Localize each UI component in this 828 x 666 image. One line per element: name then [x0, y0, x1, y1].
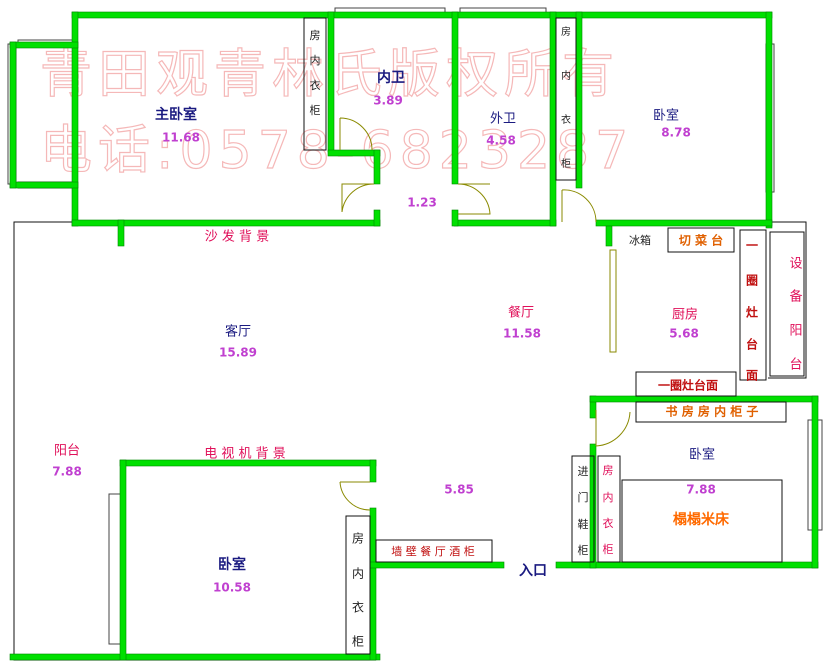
fixture-boxes — [303, 17, 805, 655]
bedroom-ne-area: 8.78 — [661, 126, 691, 140]
svg-text:内: 内 — [561, 69, 571, 82]
svg-text:阳: 阳 — [789, 324, 802, 339]
tatami-label: 榻榻米床 — [673, 511, 730, 528]
svg-text:门: 门 — [578, 490, 589, 504]
inner-bath-area: 3.89 — [373, 94, 403, 108]
corridor-area: 5.85 — [444, 483, 474, 497]
svg-text:鞋: 鞋 — [578, 517, 589, 531]
svg-text:柜: 柜 — [578, 544, 589, 557]
svg-text:柜: 柜 — [603, 543, 614, 556]
watermark-line-1: 青田观青林氏版权所有 — [40, 45, 620, 105]
bedroom-sw-name: 卧室 — [218, 556, 246, 573]
svg-text:进: 进 — [578, 465, 589, 478]
svg-text:内: 内 — [603, 490, 614, 504]
svg-text:灶: 灶 — [746, 305, 758, 320]
svg-text:台: 台 — [789, 358, 802, 373]
tv-wall-label: 电 视 机 背 景 — [204, 447, 286, 462]
svg-text:衣: 衣 — [352, 600, 364, 615]
shoe-cabinet-label: 进 门 鞋 柜 — [578, 465, 589, 557]
stove-counter-label: 一圈灶台面 — [658, 378, 718, 393]
bedroom-se-name: 卧室 — [689, 447, 715, 463]
svg-text:衣: 衣 — [603, 516, 614, 530]
closet-sw-label: 房 内 衣 柜 — [352, 531, 364, 649]
fridge-label: 冰箱 — [629, 233, 651, 247]
closet-se-label: 房 内 衣 柜 — [603, 464, 614, 556]
closet-master-label: 房 内 衣 柜 — [310, 29, 321, 117]
closet-ne-label: 房 内 衣 柜 — [561, 25, 571, 170]
sofa-wall-label: 沙 发 背 景 — [205, 229, 269, 245]
living-room-name: 客厅 — [225, 324, 251, 340]
kitchen-name: 厨房 — [672, 307, 698, 323]
kitchen-area: 5.68 — [669, 327, 699, 341]
svg-text:房: 房 — [310, 29, 321, 42]
svg-text:内: 内 — [352, 567, 364, 581]
svg-text:设: 设 — [789, 257, 802, 272]
outer-bath-area: 4.58 — [486, 134, 516, 148]
study-cabinet-label: 书 房 房 内 柜 子 — [666, 404, 759, 419]
svg-text:房: 房 — [352, 531, 364, 546]
svg-text:房: 房 — [561, 25, 571, 38]
balcony-area: 7.88 — [52, 465, 82, 479]
bedroom-ne-name: 卧室 — [653, 108, 679, 124]
svg-text:衣: 衣 — [561, 113, 571, 126]
hall-small-area: 1.23 — [407, 196, 437, 210]
equip-balcony-label: 设 备 阳 台 — [789, 257, 802, 373]
svg-text:内: 内 — [310, 53, 321, 67]
svg-text:柜: 柜 — [310, 104, 321, 117]
svg-text:圈: 圈 — [746, 273, 758, 288]
svg-text:一: 一 — [746, 239, 758, 253]
entrance-label: 入口 — [519, 563, 547, 579]
master-bedroom-area: 11.68 — [162, 131, 200, 145]
wine-cabinet-label: 墙 壁 餐 厅 酒 柜 — [391, 544, 474, 558]
svg-text:衣: 衣 — [310, 78, 321, 92]
bedroom-sw-area: 10.58 — [213, 581, 251, 595]
stove-ring-label: 一 圈 灶 台 面 — [746, 239, 758, 383]
svg-text:柜: 柜 — [352, 635, 364, 649]
doors — [339, 117, 631, 511]
inner-bath-name: 内卫 — [377, 69, 405, 86]
living-room-area: 15.89 — [219, 346, 257, 360]
dining-room-area: 11.58 — [503, 327, 541, 341]
outer-outline — [13, 221, 807, 661]
svg-text:台: 台 — [746, 337, 758, 352]
master-bedroom-name: 主卧室 — [155, 106, 197, 123]
dining-room-name: 餐厅 — [508, 305, 534, 321]
cutting-counter-label: 切 菜 台 — [679, 233, 723, 248]
balcony-name: 阳台 — [54, 444, 80, 459]
outer-bath-name: 外卫 — [490, 112, 516, 127]
svg-text:柜: 柜 — [561, 157, 571, 170]
svg-text:备: 备 — [789, 289, 802, 305]
svg-text:房: 房 — [603, 464, 614, 477]
bedroom-se-area: 7.88 — [686, 483, 716, 497]
svg-text:面: 面 — [746, 369, 758, 383]
walls — [9, 11, 819, 661]
